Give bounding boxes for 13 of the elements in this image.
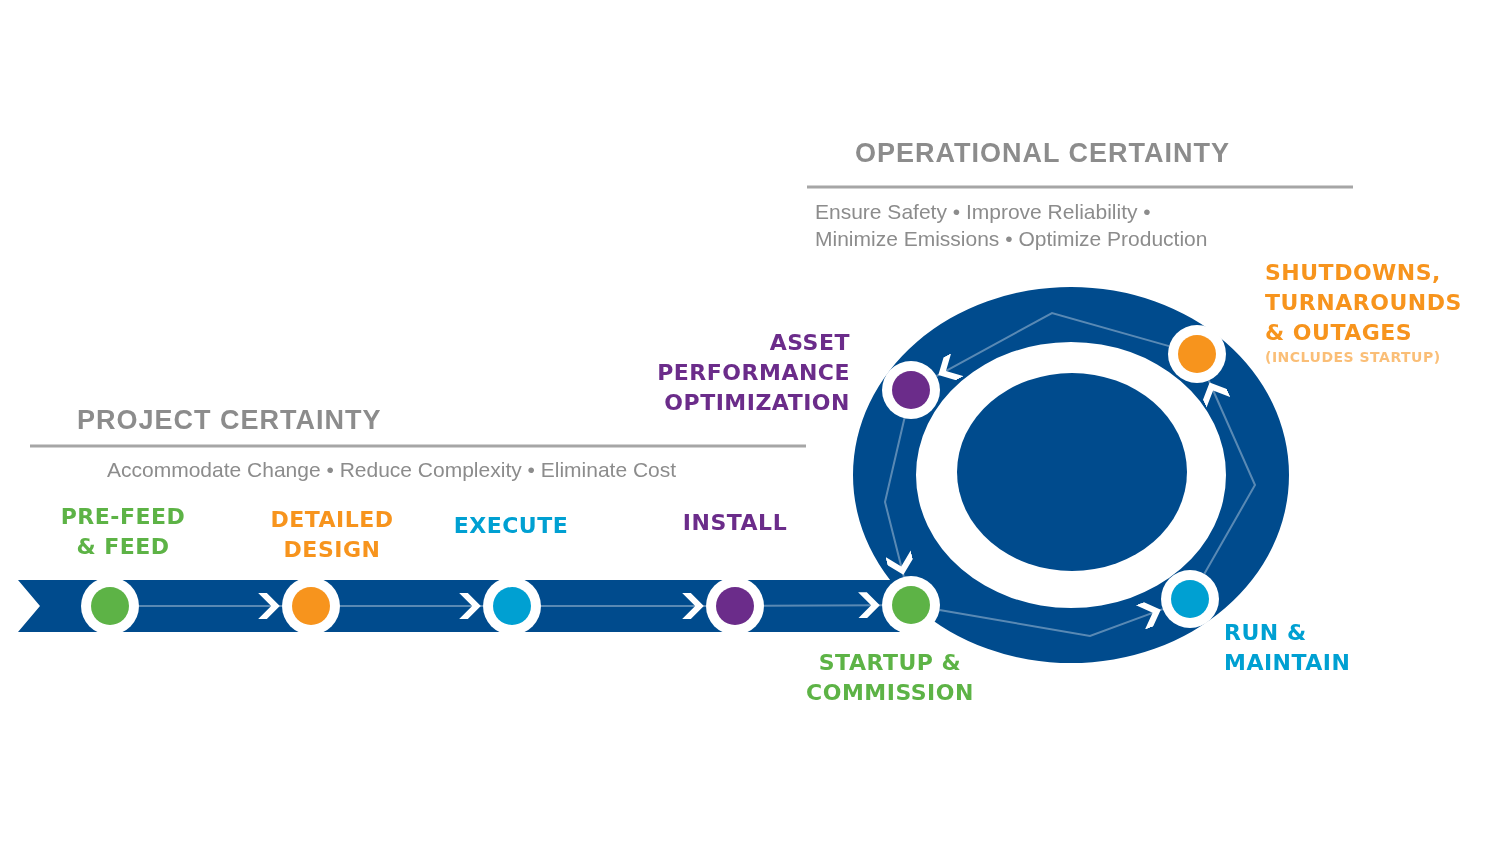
stage-label: INSTALL [681,509,789,537]
section-heading: OPERATIONAL CERTAINTY [855,138,1230,169]
section-heading: PROJECT CERTAINTY [77,405,382,436]
section-subtitle: Ensure Safety • Improve Reliability • Minimize Emissions • Optimize Production [815,199,1209,252]
stage-label: SHUTDOWNS, TURNAROUNDS & OUTAGES [1265,259,1463,347]
stage-label: PRE-FEED & FEED [59,503,187,561]
stage-label: EXECUTE [452,512,570,540]
section-subtitle: Accommodate Change • Reduce Complexity • Eliminate Cost [107,457,678,483]
stage-label: ASSET PERFORMANCE OPTIMIZATION [656,329,850,417]
stage-label: STARTUP & COMMISSION [805,649,975,707]
stage-note: (INCLUDES STARTUP) [1265,348,1441,366]
stage-label: DETAILED DESIGN [269,506,395,564]
stage-label: RUN & MAINTAIN [1224,619,1352,677]
